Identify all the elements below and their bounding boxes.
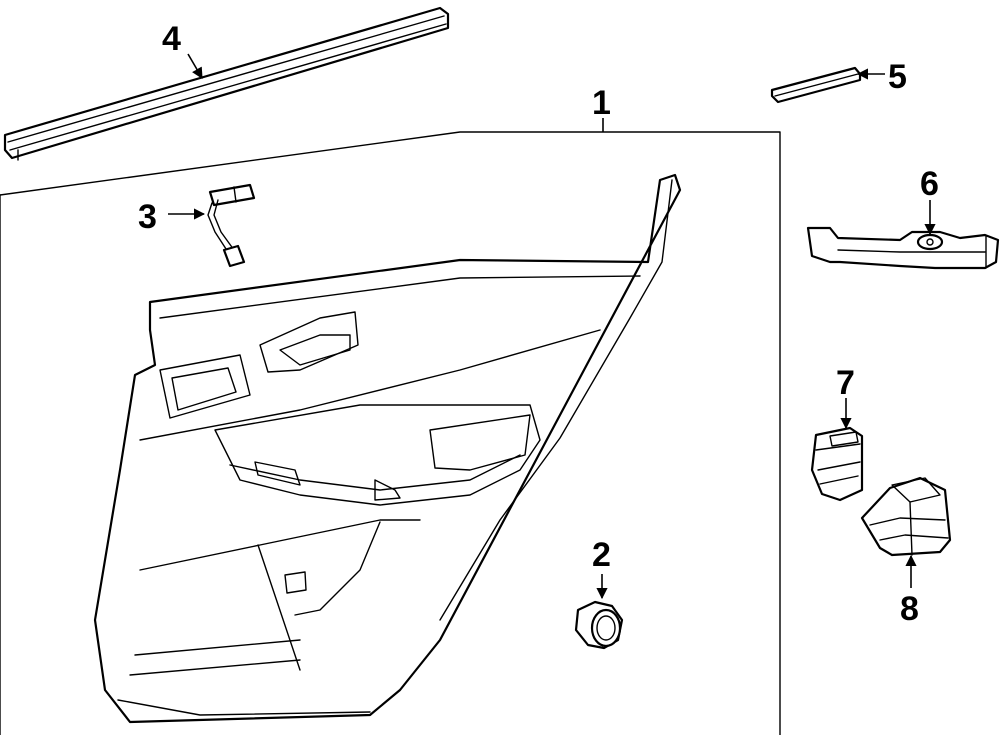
door-trim-panel [93,173,682,724]
callout-3: 3 [138,198,157,236]
callout-5: 5 [888,58,907,96]
callout-1: 1 [592,84,611,122]
window-switch [810,426,864,502]
callout-4: 4 [162,20,181,58]
belt-molding-strip [3,6,450,161]
callout-6: 6 [920,165,939,203]
callout-8: 8 [900,590,919,628]
callout-7: 7 [836,364,855,402]
mounting-bracket [806,226,1000,270]
leader-lines [168,53,936,600]
switch-assembly [860,476,952,557]
wire-harness [207,183,256,268]
door-panel-frame-lines [0,131,781,735]
clip-grommet [574,600,624,650]
callout-2: 2 [592,536,611,574]
molding-trim-piece [770,66,862,104]
